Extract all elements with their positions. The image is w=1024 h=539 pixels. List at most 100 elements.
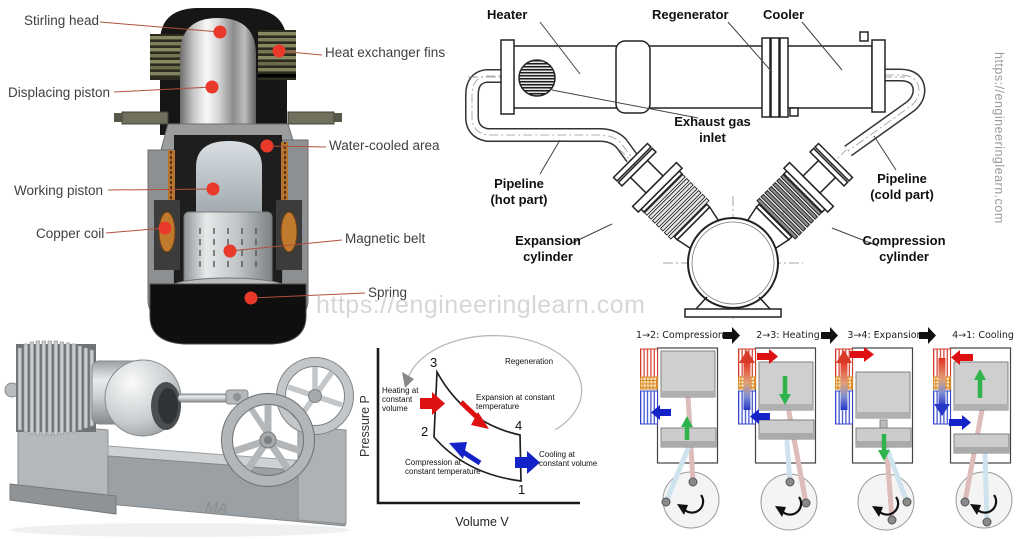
cycle-diagram-compression: [640, 347, 720, 529]
working-piston: [196, 141, 262, 216]
pv-heating-label: Heating at constant volume: [382, 386, 419, 413]
watermark-side-vertical: https://engineeringlearn.com: [992, 52, 1006, 224]
label-dots: [158, 25, 286, 305]
expansion-arrow: [459, 400, 489, 429]
step-title-cooling: 4→1: Cooling: [952, 330, 1014, 341]
crank-pin: [902, 497, 912, 507]
piston-rod: [663, 443, 692, 505]
side-arm-left-nub: [114, 113, 123, 122]
exhaust-gas-inlet-port: [518, 59, 556, 97]
compression-arrow: [449, 442, 482, 466]
piston-rod: [784, 439, 793, 485]
pv-point-4: 4: [515, 418, 523, 433]
base-bowl: [149, 283, 307, 345]
label-working-piston: Working piston: [14, 183, 104, 198]
heat-out-arrow-blue: [750, 409, 770, 424]
step-title-compression: 1→2: Compression: [636, 330, 724, 341]
tube-right-flange: [871, 39, 886, 113]
pv-point-2: 2: [421, 424, 429, 439]
displacer-piston: [660, 350, 716, 398]
step-arrow-1: [723, 327, 740, 344]
side-arm-right: [287, 111, 335, 125]
cycle-diagram-expansion: [835, 347, 915, 531]
linkage-pin: [233, 393, 241, 401]
engraving-text: MA: [205, 499, 229, 518]
displacer-motion-arrow-green: [974, 369, 986, 398]
rotation-arrow: [780, 496, 803, 516]
step-arrow-3: [919, 327, 936, 344]
leader-lines: [99, 21, 366, 299]
displacer-rod: [962, 407, 985, 505]
heat-in-arrow-red: [850, 347, 874, 362]
regenerator-flow-arrow: [739, 350, 755, 410]
label-pipeline-cold: Pipeline (cold part): [870, 171, 934, 203]
label-spring: Spring: [368, 285, 408, 300]
regeneration-curve: [407, 334, 583, 431]
step-title-heating: 2→3: Heating: [756, 330, 820, 341]
tube-knob: [859, 31, 869, 42]
finned-cylinder: [4, 340, 96, 436]
heat-return-arrow-red: [951, 350, 973, 365]
pv-axes: [376, 348, 580, 505]
cutaway-engine-art: [99, 8, 366, 345]
schematic-panel: Heater Regenerator Cooler Exhaust gas in…: [460, 0, 1024, 330]
pv-regeneration-label: Regeneration: [505, 357, 554, 366]
heat-in-arrow-red: [757, 349, 778, 364]
cooler-block: [640, 390, 658, 425]
tube-left-flange: [500, 39, 515, 115]
heater-block: [640, 348, 658, 378]
flywheel-front: [220, 392, 316, 488]
rotation-arrow: [877, 496, 900, 516]
shadow: [10, 523, 350, 537]
step-arrow-2: [821, 327, 838, 344]
schematic-leaders: [539, 21, 897, 247]
crankcase-circle: [687, 217, 779, 309]
rotation-arrow: [682, 494, 705, 514]
stirling-engine-render: MA: [4, 340, 354, 537]
pv-point-1: 1: [518, 482, 526, 497]
crank-pin: [688, 477, 698, 487]
label-cooler: Cooler: [763, 7, 805, 22]
label-pipeline-hot: Pipeline (hot part): [490, 176, 548, 208]
watermark-center: https://engineeringlearn.com: [316, 291, 646, 319]
pv-x-axis-label: Volume V: [455, 515, 509, 529]
cycle-steps-panel: 1→2: Compression 2→3: Heating 3→4: Expan…: [620, 322, 1024, 539]
piston-rod: [177, 393, 231, 403]
label-copper-coil: Copper coil: [36, 226, 105, 241]
piston-rod: [982, 450, 990, 525]
label-displacing-piston: Displacing piston: [8, 85, 111, 100]
gas-flow-arrow-green: [681, 416, 693, 440]
compression-cylinder-assembly: [732, 142, 854, 264]
chamber-bore-inner: [158, 388, 178, 424]
pv-diagram-art: [376, 334, 583, 505]
crank-pin: [982, 517, 992, 527]
crank-pin: [661, 497, 671, 507]
copper-coil-right: [280, 211, 298, 253]
cooling-block-arrow: [515, 451, 540, 474]
photo-panel: MA: [0, 334, 370, 539]
piston-stub: [879, 419, 888, 429]
pv-point-3: 3: [430, 355, 438, 370]
rotation-arrow: [975, 494, 998, 514]
pv-cycle-path: [433, 368, 522, 482]
water-passage-left: [168, 150, 175, 242]
regenerator-flange: [761, 37, 771, 118]
label-stirling-head: Stirling head: [24, 13, 100, 28]
cutaway-panel: Stirling head Heat exchanger fins Displa…: [0, 0, 460, 350]
displacer-cylinder: [180, 18, 256, 138]
tube-bulge: [615, 40, 651, 114]
heater-regenerator-cooler-tube: [511, 45, 873, 109]
label-expansion-cylinder: Expansion cylinder: [515, 233, 581, 265]
pv-compression-label: Compression at constant temperature: [405, 458, 481, 476]
cycle-diagram-heating: [738, 347, 818, 531]
label-regenerator: Regenerator: [652, 7, 729, 22]
displacer-piston: [855, 371, 911, 419]
pv-expansion-label: Expansion at constant temperature: [476, 393, 555, 411]
crankcase-base: [684, 308, 782, 318]
regenerator-flow-arrow: [934, 358, 950, 416]
crank-pin: [960, 497, 970, 507]
pv-y-axis-label: Pressure P: [358, 395, 372, 457]
label-heat-exchanger-fins: Heat exchanger fins: [325, 45, 446, 60]
pv-diagram-panel: 3 2 4 1 Heating at constant volume Expan…: [350, 330, 620, 539]
